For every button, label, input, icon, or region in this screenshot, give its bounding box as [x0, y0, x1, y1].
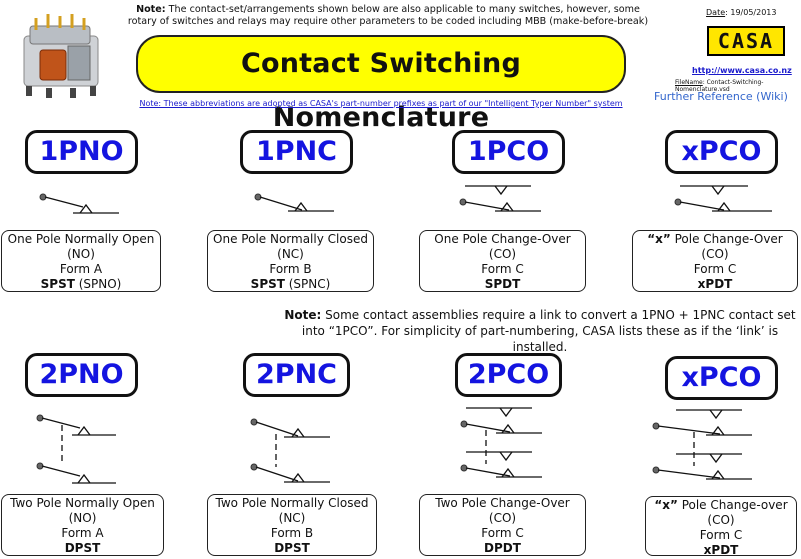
- symbol-2pnc: [250, 418, 330, 483]
- desc-1pno: One Pole Normally Open(NO)Form A SPST (S…: [1, 230, 161, 292]
- symbol-1pco: [459, 185, 541, 212]
- symbol-2pco: [460, 407, 542, 478]
- desc-2pnc: Two Pole Normally Closed(NC)Form B DPST: [207, 494, 377, 556]
- code-1pco: 1PCO: [452, 130, 565, 174]
- desc-2pco: Two Pole Change-Over(CO)Form C DPDT: [419, 494, 586, 556]
- relay-photo: [23, 14, 99, 98]
- symbol-1pno: [39, 193, 119, 214]
- desc-xpco-2: “x” Pole Change-over (CO)Form C xPDT: [645, 496, 797, 557]
- symbol-2pno: [36, 414, 116, 484]
- symbol-xpco-2: [652, 409, 752, 480]
- casa-logo: CASA: [707, 26, 785, 56]
- further-reference-link[interactable]: Further Reference (Wiki): [654, 90, 788, 103]
- date-stamp: Date: 19/05/2013: [706, 8, 777, 17]
- title-banner: Contact Switching Nomenclature: [136, 35, 626, 133]
- symbol-1pnc: [254, 193, 334, 212]
- code-2pnc: 2PNC: [243, 353, 350, 397]
- filename: FileName: Contact-Switching-Nomenclature…: [675, 79, 764, 93]
- desc-2pno: Two Pole Normally Open(NO)Form A DPST: [1, 494, 164, 556]
- abbreviation-note-link[interactable]: Note: These abbreviations are adopted as…: [139, 99, 623, 108]
- code-2pco: 2PCO: [455, 353, 562, 397]
- desc-xpco-1: “x” Pole Change-Over (CO)Form C xPDT: [632, 230, 798, 292]
- code-2pno: 2PNO: [25, 353, 138, 397]
- header-note: Note: The contact-set/arrangements shown…: [127, 4, 649, 27]
- code-xpco-2: xPCO: [665, 356, 778, 400]
- desc-1pnc: One Pole Normally Closed(NC)Form B SPST …: [207, 230, 374, 292]
- website-link[interactable]: http://www.casa.co.nz: [692, 66, 792, 75]
- link-note: Note: Some contact assemblies require a …: [284, 308, 796, 354]
- code-1pnc: 1PNC: [240, 130, 353, 174]
- desc-1pco: One Pole Change-Over(CO)Form C SPDT: [419, 230, 586, 292]
- page-title: Contact Switching Nomenclature: [240, 48, 521, 133]
- symbol-xpco-1: [674, 185, 772, 212]
- code-xpco-1: xPCO: [665, 130, 778, 174]
- code-1pno: 1PNO: [25, 130, 138, 174]
